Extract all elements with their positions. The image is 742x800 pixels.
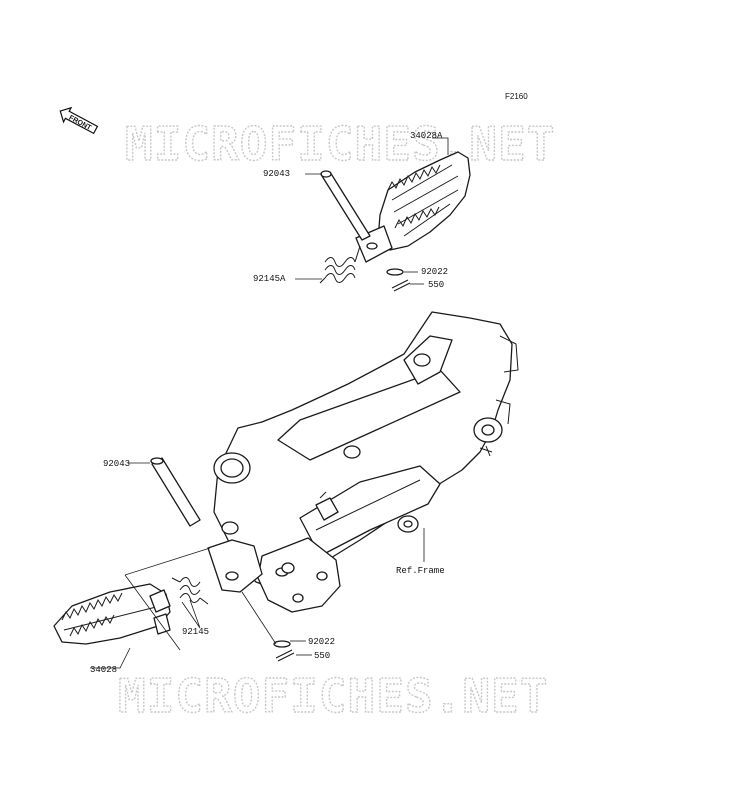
washer-upper-part — [386, 268, 404, 276]
callout-92145: 92145 — [182, 627, 209, 637]
frame-reference-part — [213, 311, 519, 613]
footpeg-right-part — [355, 151, 471, 263]
spring-lower-part — [171, 577, 209, 605]
figure-code: F2160 — [505, 92, 528, 101]
callout-34028: 34028 — [90, 665, 117, 675]
watermark-bottom: MICROFICHES.NET — [118, 669, 548, 723]
callout-92145A: 92145A — [253, 274, 286, 284]
footpeg-left-part — [53, 583, 171, 645]
upper-footpeg-assembly — [319, 151, 471, 292]
pin-upper-part — [320, 170, 371, 241]
callout-550-lower: 550 — [314, 651, 330, 661]
callout-92043-lower: 92043 — [103, 459, 130, 469]
footpeg-bracket-part — [207, 539, 263, 593]
callout-550-upper: 550 — [428, 280, 444, 290]
cotter-upper-part — [391, 279, 411, 292]
front-arrow-icon: FRONT — [59, 106, 99, 135]
callout-92022-lower: 92022 — [308, 637, 335, 647]
lower-footpeg-assembly — [53, 457, 295, 662]
callout-ref-frame: Ref.Frame — [396, 566, 445, 576]
callout-92043-upper: 92043 — [263, 169, 290, 179]
spring-upper-part — [319, 245, 361, 284]
callout-92022-upper: 92022 — [421, 267, 448, 277]
pin-lower-part — [150, 457, 201, 527]
washer-lower-part — [273, 640, 291, 648]
cotter-lower-part — [275, 649, 295, 662]
callout-34028A: 34028A — [410, 131, 443, 141]
watermark-top: MICROFICHES.NET — [125, 117, 555, 171]
